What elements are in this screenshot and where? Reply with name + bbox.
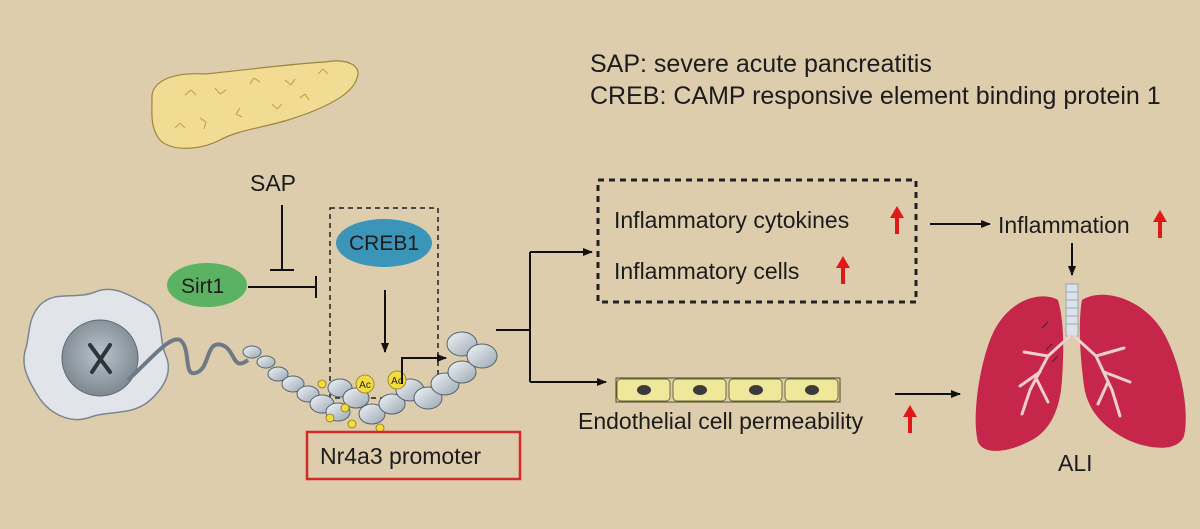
sirt1-node — [167, 263, 247, 307]
permeability-label: Endothelial cell permeability — [578, 408, 864, 434]
sap-label: SAP — [250, 170, 297, 196]
cytokines-label: Inflammatory cytokines — [614, 207, 850, 233]
svg-text:Ac: Ac — [391, 376, 403, 387]
inflammation-label: Inflammation — [998, 212, 1130, 238]
creb1-label: CREB1 — [349, 232, 420, 255]
legend-creb: CREB: CAMP responsive element binding pr… — [590, 82, 1161, 110]
cell-nucleus-icon — [23, 288, 169, 421]
nr4a3-promoter-box — [305, 430, 522, 481]
ali-label: ALI — [1058, 450, 1093, 476]
branch-arrows — [496, 248, 607, 386]
pancreas-icon — [151, 60, 359, 149]
acetyl-mark-2: Ac — [387, 370, 407, 390]
sirt1-label: Sirt1 — [181, 275, 225, 298]
creb1-node — [336, 219, 432, 267]
svg-text:Ac: Ac — [359, 380, 371, 391]
cells-label: Inflammatory cells — [614, 258, 800, 284]
up-arrow-icon — [1153, 210, 1167, 238]
legend-sap: SAP: severe acute pancreatitis — [590, 50, 932, 78]
chromatin-icon — [126, 331, 498, 433]
inflammation-dashed-box — [596, 178, 918, 304]
up-arrow-icon — [890, 206, 904, 234]
up-arrow-icon — [903, 405, 917, 433]
transcription-start-arrow — [401, 354, 447, 384]
lungs-icon — [975, 283, 1186, 451]
endothelial-cells-icon — [615, 377, 841, 403]
nr4a3-promoter-label: Nr4a3 promoter — [320, 443, 482, 469]
acetyl-mark-1: Ac — [355, 374, 375, 394]
inhibit-sap-to-sirt1 — [270, 205, 294, 271]
inhibit-sirt1-to-creb1 — [248, 276, 317, 298]
up-arrow-icon — [836, 256, 850, 284]
